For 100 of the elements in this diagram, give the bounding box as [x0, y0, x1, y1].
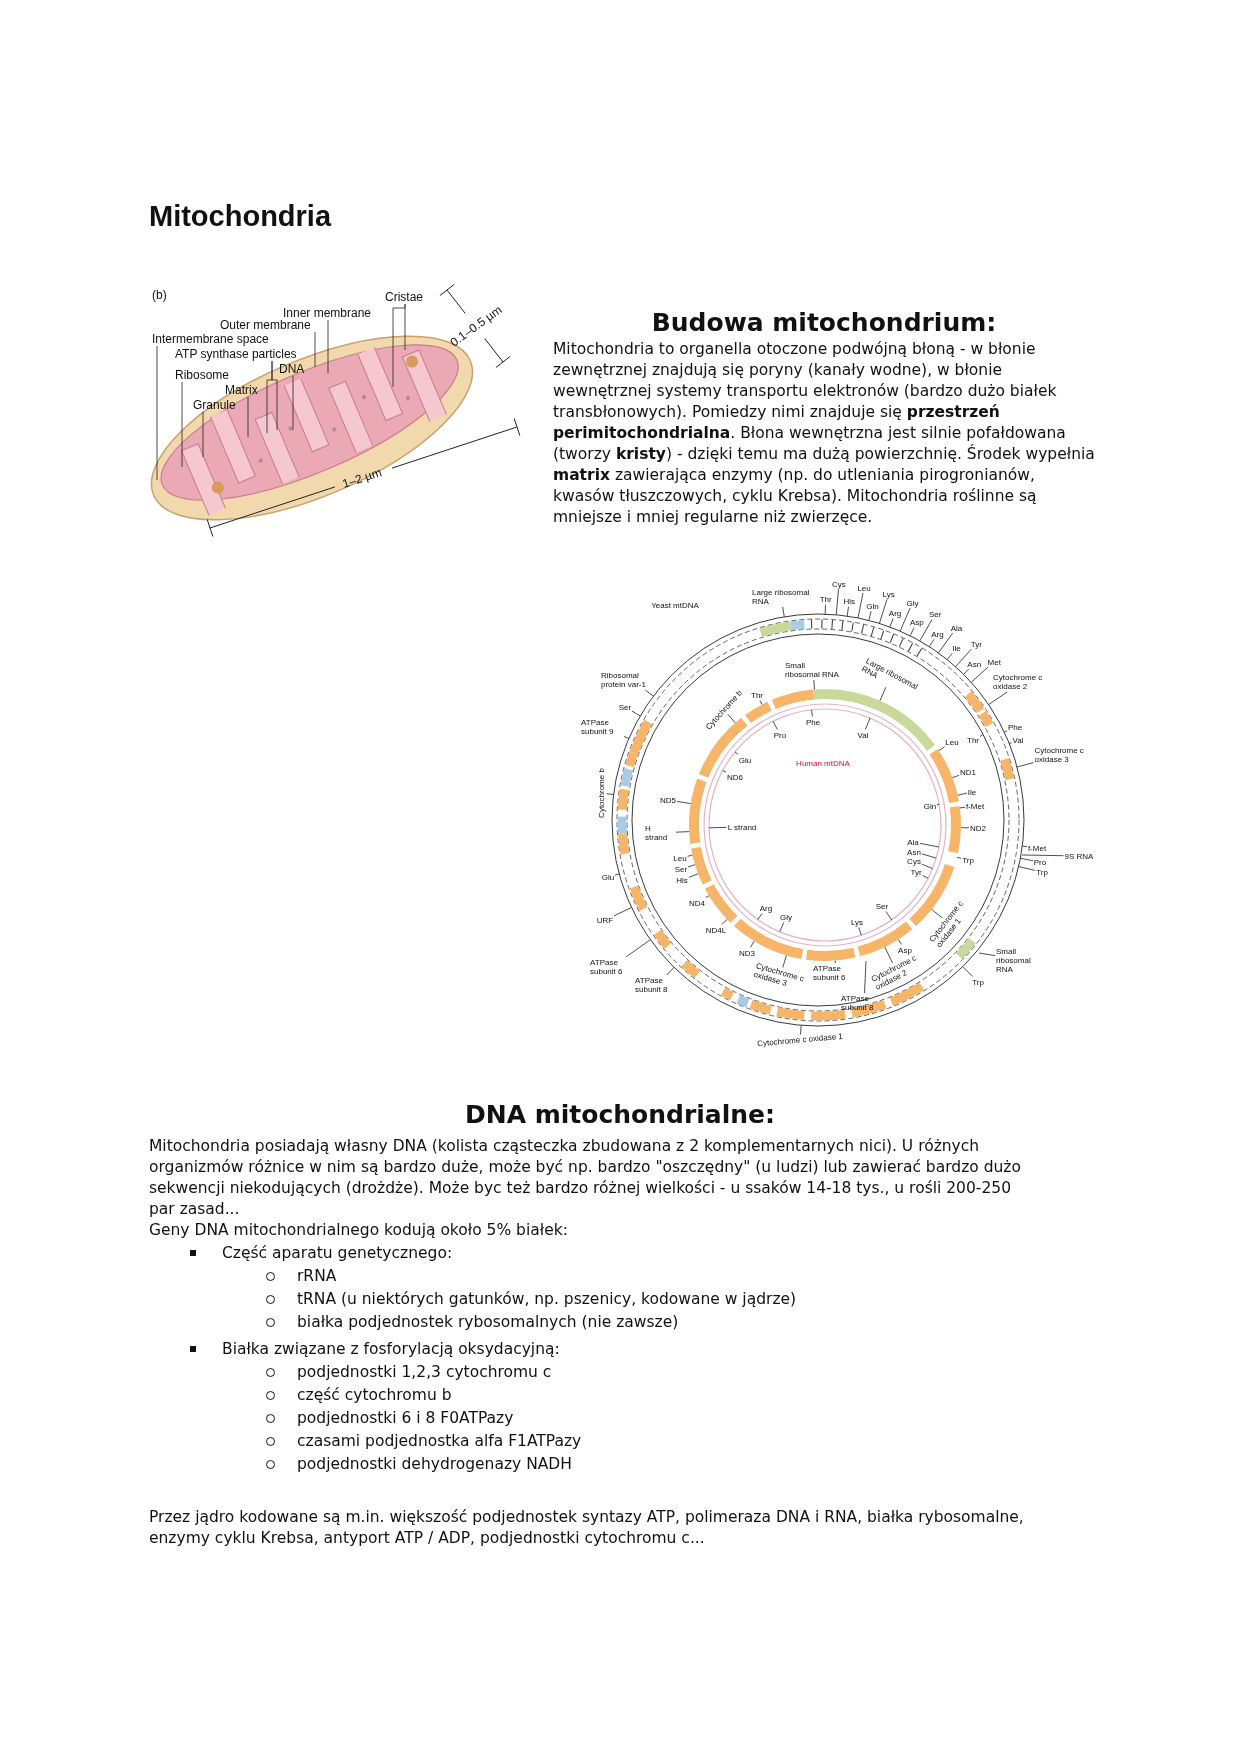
- leader-line: [813, 679, 815, 690]
- gene-label: Cytochrome c oxidase 3: [1034, 746, 1090, 764]
- leader-line: [644, 689, 654, 697]
- leader-line: [782, 606, 785, 618]
- leader-line: [962, 966, 973, 977]
- leader-line: [921, 853, 937, 859]
- gene-label: ATPase subunit 8: [841, 994, 887, 1012]
- gene-label: Gln: [923, 801, 937, 811]
- leader-line: [899, 607, 911, 632]
- leader-line: [1008, 742, 1012, 744]
- leader-line: [156, 345, 158, 481]
- map-title: Human mtDNA: [796, 758, 850, 768]
- gene-label: f-Met: [1027, 843, 1047, 853]
- gene-label: Val: [1012, 735, 1024, 745]
- gene-label: ATPase subunit 8: [635, 976, 679, 994]
- gene-label: Phe: [1007, 722, 1023, 732]
- gene-label: Arg: [931, 629, 944, 639]
- gene-label: His: [676, 875, 688, 885]
- leader-line: [1016, 762, 1034, 768]
- gene-label: 9S RNA: [1064, 851, 1094, 861]
- leader-line: [247, 396, 249, 438]
- leader-line: [757, 913, 763, 920]
- gene-label: Asn: [907, 847, 921, 856]
- leader-line: [676, 801, 692, 804]
- leader-line: [625, 939, 651, 958]
- gene-label: Gly: [906, 598, 919, 608]
- leader-line: [834, 960, 836, 964]
- leader-line: [181, 381, 183, 468]
- part-label: Outer membrane: [220, 318, 311, 332]
- leader-line: [613, 907, 632, 917]
- gene-label: L strand: [727, 822, 757, 832]
- map-title: Yeast mtDNA: [651, 600, 699, 610]
- gene-label: Lys: [850, 917, 864, 927]
- leader-line: [708, 827, 727, 829]
- gene-label: Leu: [857, 583, 871, 592]
- leader-line: [687, 854, 693, 857]
- gene-label: Ser: [875, 901, 889, 911]
- leader-line: [721, 919, 728, 925]
- leader-line: [1003, 730, 1008, 733]
- leader-line: [963, 668, 970, 675]
- gene-label: Ala: [950, 623, 963, 633]
- leader-line: [846, 606, 849, 617]
- leader-line: [955, 648, 972, 668]
- leader-line: [909, 627, 915, 637]
- leader-line: [959, 806, 966, 809]
- paragraph: Przez jądro kodowane są m.in. większość podjednostek syntazy ATP, polimeraza DNA i RNA, białka rybosomalne, enzymy cyklu Krebsa, antyport ATP / ADP, podjednostki cytochromu c...: [149, 1507, 1025, 1549]
- leader-line: [988, 691, 1008, 705]
- leader-line: [928, 639, 935, 647]
- list-item: Część aparatu genetycznego:: [222, 1243, 454, 1264]
- leader-line: [314, 331, 316, 368]
- gene-label: ATPase subunit 6: [813, 964, 859, 982]
- gene-label: ND6: [727, 772, 743, 782]
- gene-label: Ile: [952, 643, 961, 653]
- leader-line: [666, 967, 675, 976]
- list-item: białka podjednostek rybosomalnych (nie zawsze): [297, 1312, 680, 1333]
- leader-line: [879, 598, 888, 624]
- gene-label: Gly: [780, 912, 792, 922]
- part-label: Matrix: [225, 383, 258, 397]
- gene-label: Leu: [673, 853, 687, 863]
- list-item: część cytochromu b: [297, 1385, 453, 1406]
- gene-label: f-Met: [965, 801, 985, 811]
- leader-line: [811, 709, 813, 717]
- leader-line: [292, 375, 294, 431]
- paragraph: Mitochondria to organella otoczone podwójną błoną - w błonie zewnętrznej znajdują się poryny (kanały wodne), w błonie wewnętrznej systemy transportu elektronów (bardzo dużo białek transbłonowych). Pomiedzy nimi znajduje się przestrzeń perimitochondrialna. Błona wewnętrzna jest silnie pofałdowana (tworzy kristy) - dzięki temu ma dużą powierzchnię. Środek wypełnia matrix zawierająca enzymy (np. do utleniania pirogronianów, kwasów tłuszczowych, cyklu Krebsa). Mitochondria roślinne są mniejsze i mniej regularne niż zwierzęce.: [553, 339, 1096, 528]
- list-item: podjednostki 1,2,3 cytochromu c: [297, 1362, 553, 1383]
- leader-line: [919, 843, 940, 848]
- gene-label: Asp: [909, 617, 924, 627]
- gene-label: ND4L: [705, 925, 727, 935]
- gene-label: ND3: [739, 948, 755, 958]
- leader-line: [327, 319, 329, 374]
- part-label: Inner membrane: [283, 306, 372, 320]
- leader-line: [623, 736, 630, 739]
- section-heading: Budowa mitochondrium:: [651, 308, 997, 337]
- list-item: czasami podjednostka alfa F1ATPazy: [297, 1431, 583, 1452]
- leader-line: [772, 720, 778, 730]
- gene-label: Asn: [967, 659, 982, 669]
- leader-line: [960, 827, 970, 829]
- leader-line: [404, 303, 406, 351]
- part-label: ATP synthase particles: [175, 347, 297, 361]
- list-item: podjednostki 6 i 8 F0ATPazy: [297, 1408, 515, 1429]
- leader-line: [675, 831, 690, 833]
- panel-letter: (b): [152, 288, 167, 302]
- gene-label: Val: [857, 730, 869, 740]
- part-label: Cristae: [385, 290, 423, 304]
- leader-line: [957, 792, 968, 796]
- leader-line: [202, 411, 204, 458]
- gene-label: Small ribosomal RNA: [996, 946, 1048, 974]
- leader-line: [864, 717, 871, 730]
- gene-label: Ile: [967, 787, 977, 797]
- gene-label: Leu: [945, 737, 959, 747]
- part-label: Ribosome: [175, 368, 230, 382]
- page-title: Mitochondria: [149, 200, 332, 233]
- leader-line: [857, 592, 864, 619]
- leader-line: [897, 939, 902, 945]
- section-heading: DNA mitochondrialne:: [465, 1100, 775, 1129]
- leader-line: [835, 589, 839, 616]
- gene-label: Ala: [907, 837, 919, 847]
- gene-label: Trp: [1036, 867, 1048, 877]
- list-item: rRNA: [297, 1266, 338, 1287]
- list-item: Białka związane z fosforylacją oksydacyjną:: [222, 1339, 561, 1360]
